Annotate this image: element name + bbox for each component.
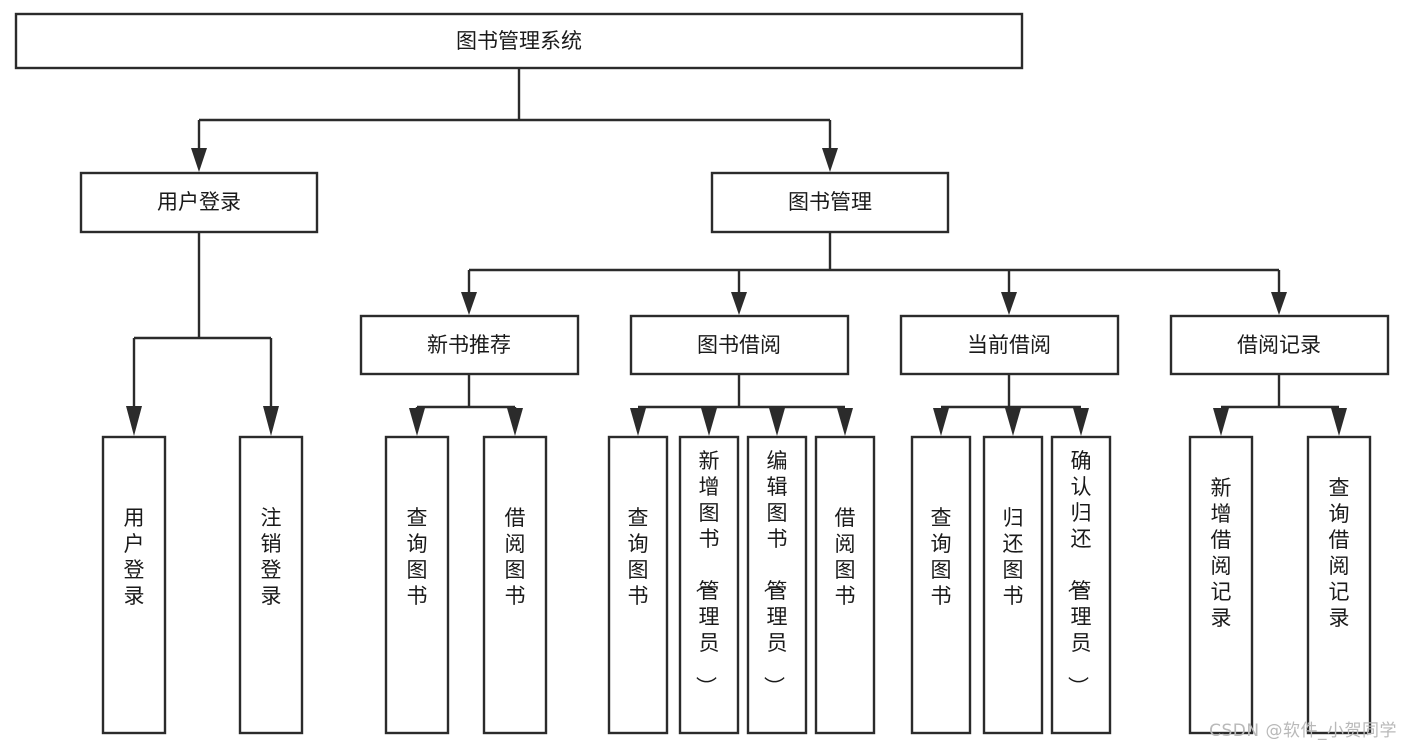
arrow-icon-br-1 — [1213, 408, 1229, 436]
node-leaf-add-book[interactable]: 新增图书（管理员） — [678, 435, 740, 735]
node-leaf-return-book-box[interactable] — [982, 435, 1044, 735]
arrow-icon-cb-1 — [933, 408, 949, 436]
node-leaf-query-book-1[interactable]: 查询图书 — [384, 435, 450, 735]
node-leaf-return-book-label: 归还图书 — [1003, 506, 1024, 608]
arrow-icon-bb-1 — [630, 408, 646, 436]
arrow-icon-bb-4 — [837, 408, 853, 436]
node-leaf-edit-book-box[interactable] — [746, 435, 808, 735]
node-leaf-query-book-2[interactable]: 查询图书 — [607, 435, 669, 735]
arrow-icon-cb-2 — [1005, 408, 1021, 436]
edge-group-book-manage — [461, 232, 1287, 315]
node-leaf-user-login-box[interactable] — [101, 435, 167, 735]
node-book-borrow-box[interactable] — [629, 314, 850, 376]
edge-group-book-borrow — [630, 374, 853, 436]
node-leaf-add-record[interactable]: 新增借阅记录 — [1188, 435, 1254, 735]
node-leaf-query-book-3-label: 查询图书 — [931, 506, 952, 608]
node-leaf-borrow-book-1-box[interactable] — [482, 435, 548, 735]
node-book-borrow[interactable]: 图书借阅 — [629, 314, 850, 376]
node-root-label: 图书管理系统 — [456, 29, 582, 53]
node-leaf-logout-box[interactable] — [238, 435, 304, 735]
node-user-login[interactable]: 用户登录 — [79, 171, 319, 234]
arrow-icon-ul-2 — [263, 406, 279, 436]
node-leaf-borrow-book-2-label: 借阅图书 — [835, 506, 856, 608]
arrow-icon-br-2 — [1331, 408, 1347, 436]
node-leaf-borrow-book-1[interactable]: 借阅图书 — [482, 435, 548, 735]
node-leaf-edit-book-label: 编辑图书（管理员） — [762, 449, 788, 697]
node-leaf-add-book-box[interactable] — [678, 435, 740, 735]
arrow-icon-bm-3 — [1001, 292, 1017, 315]
edge-group-borrow-record — [1213, 374, 1347, 436]
node-leaf-return-book[interactable]: 归还图书 — [982, 435, 1044, 735]
arrow-icon-bb-2 — [701, 408, 717, 436]
node-leaf-query-book-3-box[interactable] — [910, 435, 972, 735]
arrow-icon-bm-1 — [461, 292, 477, 315]
node-leaf-confirm-return[interactable]: 确认归还（管理员） — [1050, 435, 1112, 735]
node-leaf-query-book-1-box[interactable] — [384, 435, 450, 735]
arrow-icon-bm-4 — [1271, 292, 1287, 315]
node-leaf-user-login-label: 用户登录 — [124, 506, 145, 608]
node-leaf-add-book-label: 新增图书（管理员） — [694, 449, 720, 697]
node-leaf-user-login[interactable]: 用户登录 — [101, 435, 167, 735]
node-new-book-rec-label: 新书推荐 — [427, 333, 511, 357]
node-new-book-rec[interactable]: 新书推荐 — [359, 314, 580, 376]
edge-group-new-book — [409, 374, 523, 436]
node-leaf-query-book-2-box[interactable] — [607, 435, 669, 735]
arrow-icon-cb-3 — [1073, 408, 1089, 436]
node-borrow-record[interactable]: 借阅记录 — [1169, 314, 1390, 376]
node-leaf-query-book-1-label: 查询图书 — [407, 506, 428, 608]
arrow-icon-root-2 — [822, 148, 838, 172]
node-leaf-confirm-return-label: 确认归还（管理员） — [1066, 449, 1092, 697]
node-leaf-logout-label: 注销登录 — [261, 506, 282, 608]
node-current-borrow[interactable]: 当前借阅 — [899, 314, 1120, 376]
node-book-manage[interactable]: 图书管理 — [710, 171, 950, 234]
arrow-icon-ul-1 — [126, 406, 142, 436]
node-borrow-record-box[interactable] — [1169, 314, 1390, 376]
node-leaf-borrow-book-2-box[interactable] — [814, 435, 876, 735]
node-leaf-borrow-book-1-label: 借阅图书 — [505, 506, 526, 608]
node-leaf-confirm-return-box[interactable] — [1050, 435, 1112, 735]
arrow-icon-nb-1 — [409, 408, 425, 436]
node-borrow-record-label: 借阅记录 — [1237, 333, 1321, 357]
watermark: CSDN @软件_小贺同学 — [1209, 721, 1397, 741]
node-leaf-add-record-label: 新增借阅记录 — [1211, 476, 1232, 630]
node-leaf-edit-book[interactable]: 编辑图书（管理员） — [746, 435, 808, 735]
node-leaf-query-record[interactable]: 查询借阅记录 — [1306, 435, 1372, 735]
node-leaf-query-book-3[interactable]: 查询图书 — [910, 435, 972, 735]
node-root[interactable]: 图书管理系统 — [14, 12, 1024, 70]
node-current-borrow-box[interactable] — [899, 314, 1120, 376]
node-leaf-query-record-label: 查询借阅记录 — [1329, 476, 1350, 630]
node-leaf-add-record-box[interactable] — [1188, 435, 1254, 735]
node-book-manage-box[interactable] — [710, 171, 950, 234]
node-new-book-rec-box[interactable] — [359, 314, 580, 376]
node-user-login-label: 用户登录 — [157, 190, 241, 214]
node-leaf-logout[interactable]: 注销登录 — [238, 435, 304, 735]
node-root-box[interactable] — [14, 12, 1024, 70]
node-book-manage-label: 图书管理 — [788, 190, 872, 214]
node-book-borrow-label: 图书借阅 — [697, 333, 781, 357]
edge-group-current-borrow — [933, 374, 1089, 436]
edge-group-root — [191, 68, 838, 172]
edge-group-user-login — [126, 232, 279, 436]
arrow-icon-root-1 — [191, 148, 207, 172]
node-leaf-query-book-2-label: 查询图书 — [628, 506, 649, 608]
node-user-login-box[interactable] — [79, 171, 319, 234]
arrow-icon-bm-2 — [731, 292, 747, 315]
arrow-icon-nb-2 — [507, 408, 523, 436]
node-leaf-query-record-box[interactable] — [1306, 435, 1372, 735]
node-current-borrow-label: 当前借阅 — [967, 333, 1051, 357]
arrow-icon-bb-3 — [769, 408, 785, 436]
node-leaf-borrow-book-2[interactable]: 借阅图书 — [814, 435, 876, 735]
